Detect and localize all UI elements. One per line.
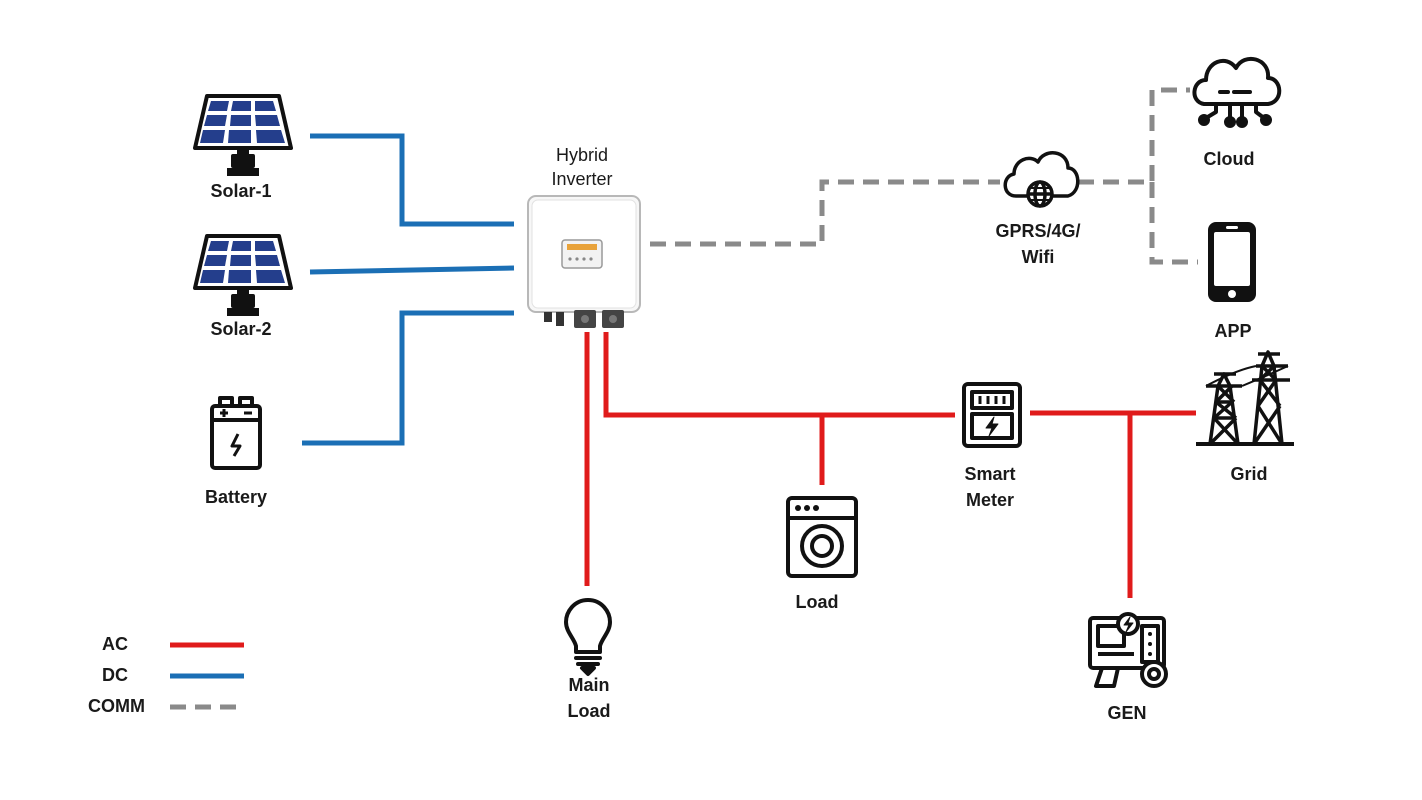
generator-icon <box>1088 612 1168 688</box>
solar2-label: Solar-2 <box>210 319 272 339</box>
power-tower-icon <box>1196 350 1294 446</box>
cloud-icon <box>1192 57 1282 128</box>
main-load-label-line2: Load <box>567 701 611 721</box>
gen-label: GEN <box>1107 703 1147 723</box>
inverter-label-line1: Hybrid <box>555 145 608 165</box>
hybrid-inverter-icon <box>527 195 641 328</box>
ac-connections <box>584 332 1196 598</box>
network-globe-cloud-icon <box>1003 151 1080 208</box>
grid-label: Grid <box>1230 464 1268 484</box>
legend-ac-label: AC <box>102 634 128 654</box>
solar-panel-icon <box>193 234 293 316</box>
washing-machine-icon <box>786 496 858 578</box>
ac-line-inverter-meter <box>603 332 955 418</box>
comm-line-gprs-cloud-app <box>1078 87 1190 185</box>
dc-line-solar2 <box>309 265 515 275</box>
comm-line-gprs-app <box>1149 182 1198 265</box>
dc-line-battery <box>302 310 514 446</box>
solar-panel-icon <box>193 94 293 176</box>
solar1-label: Solar-1 <box>210 181 272 201</box>
main-load-label-line1: Main <box>568 675 610 695</box>
dc-connections <box>302 133 515 446</box>
comm-connections <box>650 87 1198 265</box>
smart-meter-icon <box>962 382 1022 448</box>
battery-label: Battery <box>204 487 268 507</box>
legend-comm-label: COMM <box>88 696 145 716</box>
dc-line-solar1 <box>310 133 514 227</box>
inverter-label-line2: Inverter <box>551 169 613 189</box>
smart-meter-label-line1: Smart <box>964 464 1016 484</box>
gprs-label-line2: Wifi <box>1021 247 1055 267</box>
smartphone-icon <box>1208 222 1256 302</box>
load-label: Load <box>795 592 839 612</box>
gprs-label-line1: GPRS/4G/ <box>995 221 1081 241</box>
legend-lines <box>170 642 244 710</box>
smart-meter-label-line2: Meter <box>965 490 1014 510</box>
light-bulb-icon <box>564 598 612 676</box>
app-label: APP <box>1214 321 1252 341</box>
comm-line-inverter-gprs <box>650 179 1000 247</box>
battery-icon <box>210 396 262 470</box>
legend-dc-label: DC <box>102 665 128 685</box>
cloud-label: Cloud <box>1203 149 1255 169</box>
